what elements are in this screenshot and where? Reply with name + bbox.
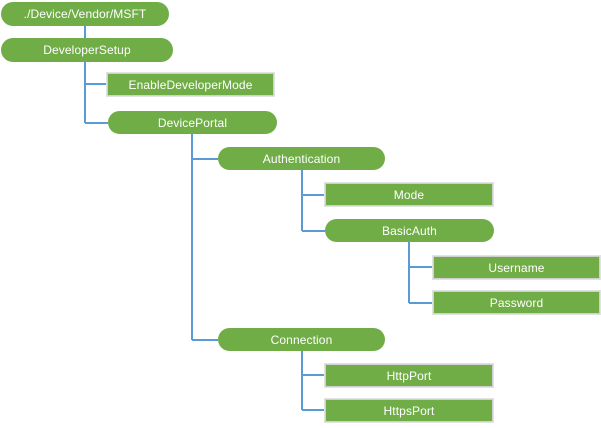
connector-devsetup-to-enabledev bbox=[84, 62, 107, 85]
tree-node-auth[interactable]: Authentication bbox=[218, 147, 385, 170]
tree-node-label: BasicAuth bbox=[382, 223, 437, 238]
tree-node-label: HttpsPort bbox=[383, 403, 435, 418]
tree-node-label: Password bbox=[489, 295, 544, 310]
connector-devsetup-to-devportal bbox=[84, 62, 108, 124]
connector-basicauth-to-username bbox=[408, 242, 433, 268]
tree-node-connection[interactable]: Connection bbox=[218, 328, 385, 351]
connector-auth-to-basicauth bbox=[301, 170, 325, 232]
connector-connection-to-httpport bbox=[301, 351, 325, 376]
tree-node-httpport[interactable]: HttpPort bbox=[325, 364, 493, 387]
connector-connection-to-httpsport bbox=[301, 351, 325, 411]
tree-node-root[interactable]: ./Device/Vendor/MSFT bbox=[1, 2, 169, 26]
tree-node-username[interactable]: Username bbox=[433, 256, 600, 279]
tree-node-mode[interactable]: Mode bbox=[325, 183, 493, 206]
connector-basicauth-to-password bbox=[408, 242, 433, 304]
tree-node-label: DevicePortal bbox=[157, 115, 228, 130]
connector-devportal-to-auth bbox=[191, 134, 218, 160]
connector-auth-to-mode bbox=[301, 170, 325, 196]
tree-node-enabledev[interactable]: EnableDeveloperMode bbox=[107, 73, 274, 96]
tree-node-label: ./Device/Vendor/MSFT bbox=[23, 7, 147, 21]
tree-node-label: HttpPort bbox=[386, 368, 432, 383]
tree-node-label: Connection bbox=[270, 332, 333, 347]
tree-node-label: DeveloperSetup bbox=[43, 43, 131, 57]
tree-node-label: Username bbox=[488, 260, 545, 275]
tree-node-devsetup[interactable]: DeveloperSetup bbox=[1, 38, 173, 62]
tree-node-basicauth[interactable]: BasicAuth bbox=[325, 219, 494, 242]
connector-devportal-to-connection bbox=[191, 134, 218, 341]
tree-node-label: Authentication bbox=[262, 151, 341, 166]
tree-node-label: Mode bbox=[393, 187, 425, 202]
tree-node-password[interactable]: Password bbox=[433, 291, 600, 314]
tree-node-httpsport[interactable]: HttpsPort bbox=[325, 399, 493, 422]
tree-node-label: EnableDeveloperMode bbox=[128, 77, 253, 92]
tree-node-devportal[interactable]: DevicePortal bbox=[108, 111, 277, 134]
